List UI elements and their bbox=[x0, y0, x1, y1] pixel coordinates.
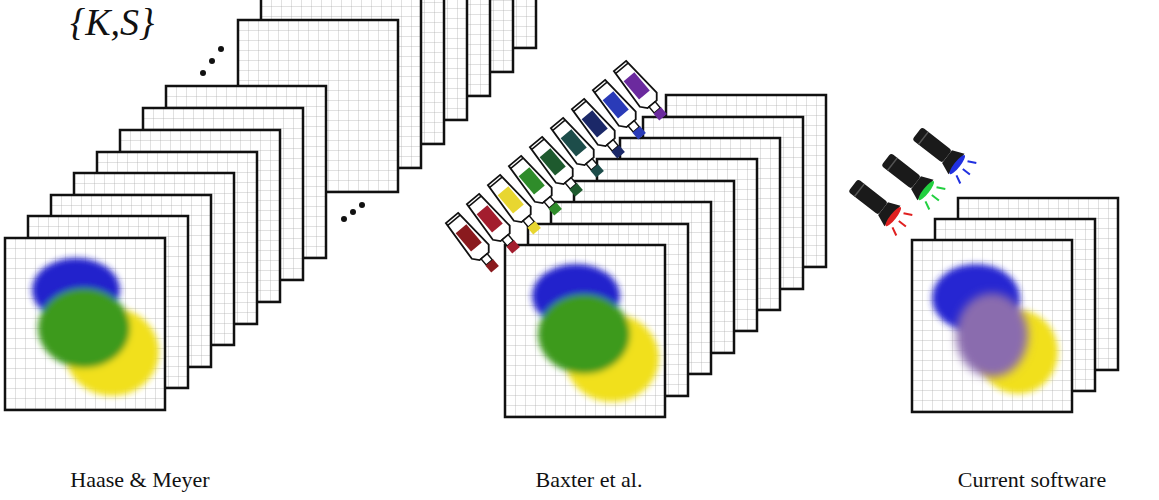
illustration-part bbox=[519, 167, 545, 194]
sheet-stack bbox=[5, 86, 326, 410]
illustration-part bbox=[506, 240, 519, 253]
illustration-part bbox=[548, 202, 561, 215]
illustration-part bbox=[909, 123, 978, 185]
formula-label: {K,S} bbox=[70, 2, 154, 44]
illustration-part bbox=[38, 288, 130, 368]
illustration-part bbox=[963, 169, 970, 175]
illustration-part bbox=[845, 175, 914, 237]
paint-blobs bbox=[532, 264, 659, 402]
ellipsis-dots bbox=[341, 202, 365, 222]
illustration-part bbox=[904, 210, 913, 218]
illustration-part bbox=[218, 46, 224, 52]
illustration-part bbox=[477, 205, 503, 232]
illustration-part bbox=[912, 240, 1072, 412]
illustration-part bbox=[5, 238, 165, 410]
illustration-part bbox=[611, 145, 624, 158]
illustration-part bbox=[456, 224, 482, 251]
caption: Current software bbox=[958, 468, 1106, 492]
illustration-part bbox=[948, 153, 968, 176]
sheet-stack bbox=[505, 95, 826, 417]
illustration-part bbox=[884, 205, 904, 228]
illustration-part bbox=[527, 221, 540, 234]
illustration-part bbox=[923, 201, 932, 209]
illustration-part bbox=[954, 175, 963, 183]
illustration-part bbox=[359, 202, 365, 208]
light-blobs bbox=[956, 293, 1028, 377]
illustration-part bbox=[603, 91, 629, 118]
illustration-part bbox=[590, 164, 603, 177]
illustration-part bbox=[612, 59, 666, 118]
light-blobs bbox=[932, 264, 1058, 394]
illustration-part bbox=[956, 293, 1028, 377]
sheet-stack bbox=[912, 198, 1118, 412]
illustration-part bbox=[485, 259, 498, 272]
illustration-part bbox=[890, 227, 899, 235]
illustration-part bbox=[569, 183, 582, 196]
illustration-part bbox=[932, 195, 939, 201]
illustration-part bbox=[899, 221, 906, 227]
illustration-part bbox=[540, 148, 566, 175]
illustration-part bbox=[341, 216, 347, 222]
caption: Baxter et al. bbox=[536, 468, 643, 492]
illustration-part bbox=[505, 245, 665, 417]
flashlights bbox=[845, 123, 978, 237]
illustration-part bbox=[350, 209, 356, 215]
illustration-part bbox=[653, 107, 666, 120]
illustration-part bbox=[968, 158, 977, 166]
illustration-part bbox=[498, 186, 524, 213]
caption: Haase & Meyer bbox=[70, 468, 209, 492]
illustration-part bbox=[200, 70, 206, 76]
illustration-part bbox=[538, 294, 630, 374]
illustration-part bbox=[582, 110, 608, 137]
paint-tubes bbox=[444, 59, 672, 276]
illustration-part bbox=[612, 59, 672, 124]
illustration-part bbox=[209, 58, 215, 64]
illustration-part bbox=[937, 184, 946, 192]
paint-blobs bbox=[32, 258, 159, 396]
illustration-part bbox=[632, 126, 645, 139]
illustration-part bbox=[917, 179, 937, 202]
illustration-part bbox=[624, 72, 650, 99]
ellipsis-dots bbox=[200, 46, 224, 76]
illustration-part bbox=[561, 129, 587, 156]
